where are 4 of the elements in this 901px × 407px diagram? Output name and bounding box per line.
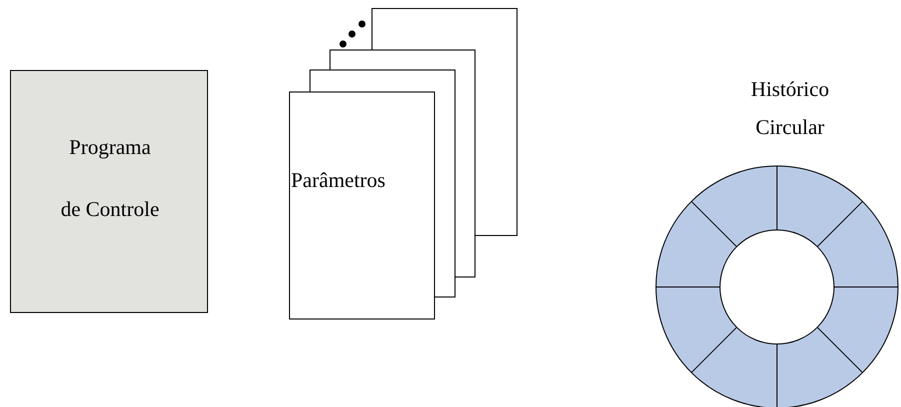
program-box [10,70,208,313]
pages-label: Parâmetros [291,168,386,193]
box-label: Programa de Controle [60,134,160,223]
ring-heading: Histórico Circular [750,76,830,141]
